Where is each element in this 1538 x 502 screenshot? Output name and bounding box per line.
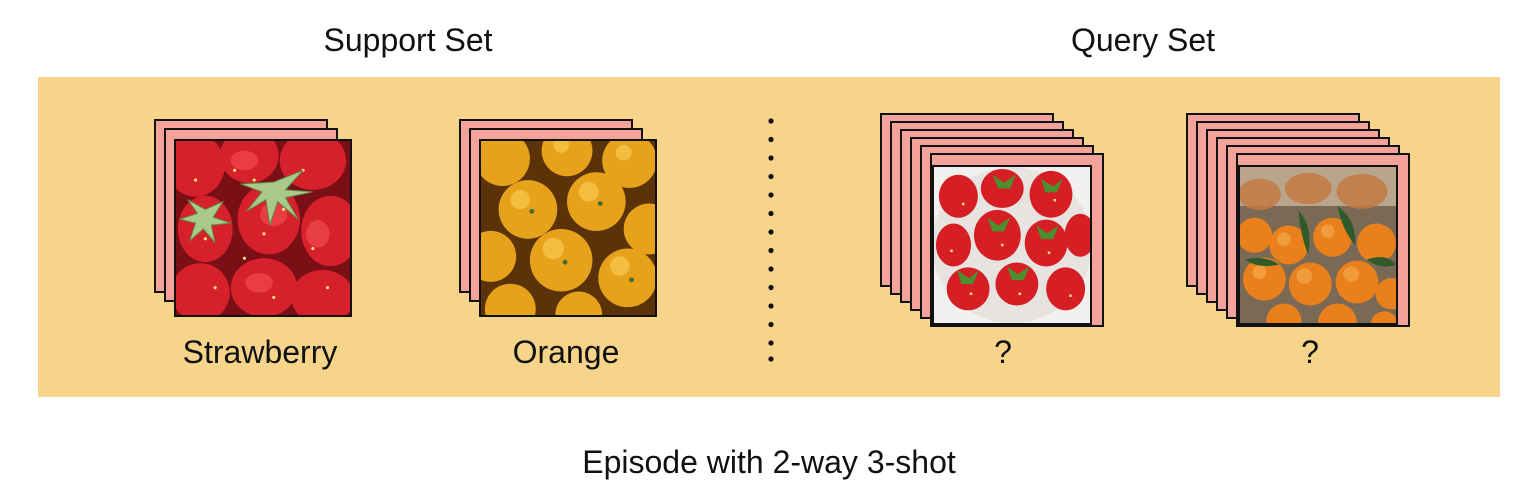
query-photo-1 xyxy=(932,165,1092,325)
strawberries-in-bowl-image xyxy=(934,167,1090,323)
strawberries-image xyxy=(176,141,350,315)
support-set-title: Support Set xyxy=(323,22,493,58)
query-label-2: ? xyxy=(1301,334,1319,370)
strawberry-photo xyxy=(174,139,352,317)
episode-caption: Episode with 2-way 3-shot xyxy=(582,444,956,480)
query-set-title: Query Set xyxy=(1070,22,1216,58)
orange-photo xyxy=(479,139,657,317)
support-label-orange: Orange xyxy=(512,334,620,370)
query-label-1: ? xyxy=(994,334,1012,370)
support-query-separator xyxy=(768,118,774,362)
oranges-at-market-image xyxy=(1240,167,1396,323)
oranges-image xyxy=(481,141,655,315)
query-photo-2 xyxy=(1238,165,1398,325)
support-label-strawberry: Strawberry xyxy=(182,334,338,370)
